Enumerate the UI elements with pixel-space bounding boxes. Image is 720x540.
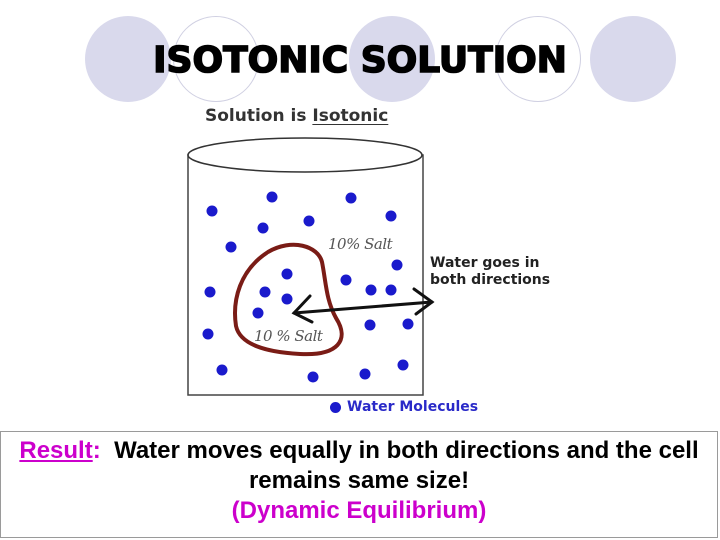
arrow-label: Water goes in both directions [430,255,580,289]
water-molecule [391,259,403,271]
equilibrium-note: (Dynamic Equilibrium) [231,497,487,524]
cell-membrane [233,242,344,357]
water-molecule [365,284,377,296]
result-box: Result: Water moves equally in both dire… [0,431,718,538]
water-molecule [225,241,237,253]
filled-circle-decoration [349,16,435,102]
inside-salt-label: 10 % Salt [254,327,323,345]
water-molecule [216,364,228,376]
water-molecules [202,191,414,383]
arrow-label-line2: both directions [430,272,551,288]
water-molecule [281,293,293,305]
water-molecule [397,359,409,371]
outline-circle-decoration [173,16,259,102]
legend-label: Water Molecules [347,399,479,415]
water-molecule [345,192,357,204]
beaker-rim [187,137,423,173]
water-molecule [385,284,397,296]
slide-title: ISOTONIC SOLUTION [152,39,567,82]
result-label: Result [19,437,93,464]
water-molecule [204,286,216,298]
legend: Water Molecules [330,399,478,415]
outside-salt-label: 10% Salt [328,235,393,253]
water-molecule-icon [330,401,341,413]
water-molecule [303,215,315,227]
arrow-label-line1: Water goes in [430,255,540,271]
water-molecule [259,286,271,298]
outline-circle-decoration [495,16,581,102]
water-molecule [385,210,397,222]
water-molecule [206,205,218,217]
diagram-caption: Solution is Isotonic [205,106,388,126]
result-text: Water moves equally in both directions a… [114,437,699,494]
water-molecule [364,319,376,331]
result-colon: : [92,437,101,464]
double-arrow-icon [291,287,435,324]
beaker-diagram [187,137,435,396]
water-molecule [340,274,352,286]
water-molecule [266,191,278,203]
water-molecule [252,307,264,319]
water-molecule [359,368,371,380]
caption-emphasis: Isotonic [312,106,389,126]
water-molecule [307,371,319,383]
water-molecule [257,222,269,234]
water-molecule [402,318,414,330]
water-molecule [281,268,293,280]
filled-circle-decoration [590,16,676,102]
beaker-body [187,154,424,396]
water-molecule [202,328,214,340]
filled-circle-decoration [85,16,171,102]
caption-prefix: Solution is [205,106,313,126]
